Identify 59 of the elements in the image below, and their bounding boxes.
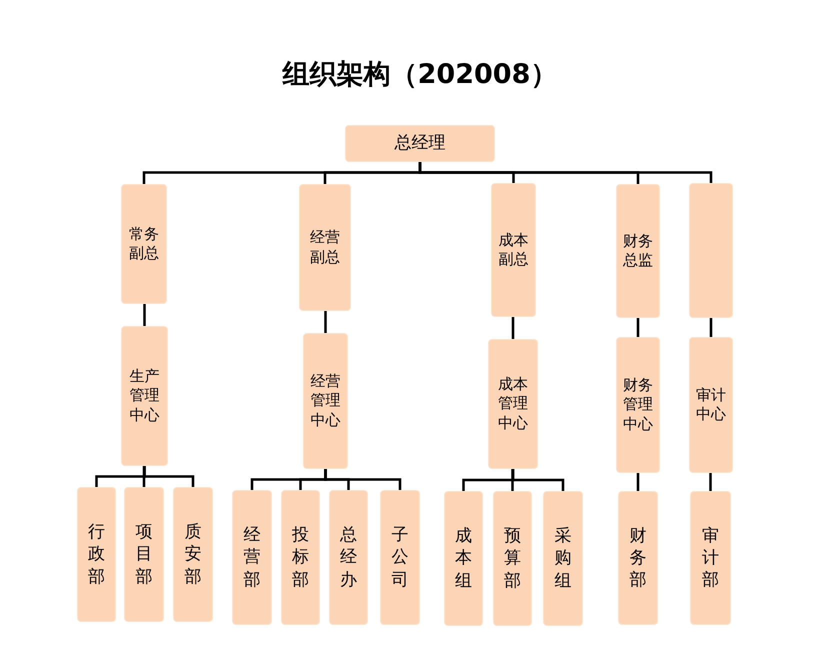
unit-name: 常务副总 — [128, 224, 160, 264]
org-unit-box — [173, 487, 213, 622]
unit-name: 经营副总 — [310, 228, 340, 267]
unit-name: 项目部 — [135, 521, 153, 588]
connector-line — [636, 473, 640, 491]
org-unit-box — [493, 491, 532, 626]
org-unit-box — [616, 184, 660, 318]
unit-name: 投标部 — [292, 524, 310, 591]
connector-line — [324, 311, 327, 333]
connector-line — [418, 162, 712, 183]
org-unit-box — [689, 337, 733, 473]
connector-line — [512, 469, 564, 491]
unit-name: 成本组 — [454, 525, 472, 592]
connector-line — [142, 466, 146, 487]
connector-line — [636, 318, 640, 337]
org-unit-box — [618, 491, 658, 625]
org-unit-box — [380, 490, 420, 625]
org-unit-box — [345, 125, 495, 162]
unit-name: 质安部 — [184, 521, 202, 588]
unit-name: 经营管理中心 — [310, 372, 341, 430]
chart-title: 组织架构（202008） — [282, 58, 558, 92]
unit-name: 行政部 — [88, 521, 106, 588]
connector-line — [143, 304, 146, 326]
unit-name: 采购组 — [554, 525, 572, 592]
org-unit-box — [281, 490, 320, 625]
unit-name: 财务管理中心 — [622, 376, 654, 434]
org-unit-box — [232, 490, 272, 625]
org-unit-box — [690, 491, 731, 625]
empty-org-box — [689, 183, 733, 318]
unit-name: 财务部 — [629, 524, 647, 592]
unit-name: 审计部 — [702, 524, 720, 592]
connector-line — [709, 473, 712, 491]
org-unit-box — [124, 487, 164, 622]
connector-line — [512, 317, 514, 339]
connector-line — [710, 318, 712, 337]
unit-name: 总经理 — [394, 132, 446, 155]
org-unit-box — [121, 184, 167, 304]
unit-name: 子公司 — [391, 524, 409, 591]
unit-name: 成本管理中心 — [498, 374, 528, 434]
org-unit-box — [329, 490, 368, 625]
connector-line — [511, 469, 514, 491]
org-unit-box — [616, 337, 660, 473]
unit-name: 审计中心 — [696, 386, 726, 424]
unit-name: 成本副总 — [498, 230, 529, 270]
org-unit-box — [303, 333, 348, 469]
unit-name: 总经办 — [340, 524, 358, 591]
org-unit-box — [491, 183, 536, 317]
unit-name: 生产管理中心 — [129, 366, 160, 426]
org-unit-box — [488, 339, 538, 469]
org-unit-box — [77, 487, 116, 622]
org-unit-box — [121, 326, 168, 466]
connector-line — [324, 469, 402, 490]
unit-name: 财务总监 — [622, 232, 654, 270]
org-unit-box — [444, 491, 483, 626]
connector-line — [143, 466, 194, 487]
unit-name: 预算部 — [504, 525, 522, 592]
org-unit-box — [543, 491, 583, 626]
unit-name: 经营部 — [243, 524, 261, 591]
org-unit-box — [299, 184, 351, 311]
